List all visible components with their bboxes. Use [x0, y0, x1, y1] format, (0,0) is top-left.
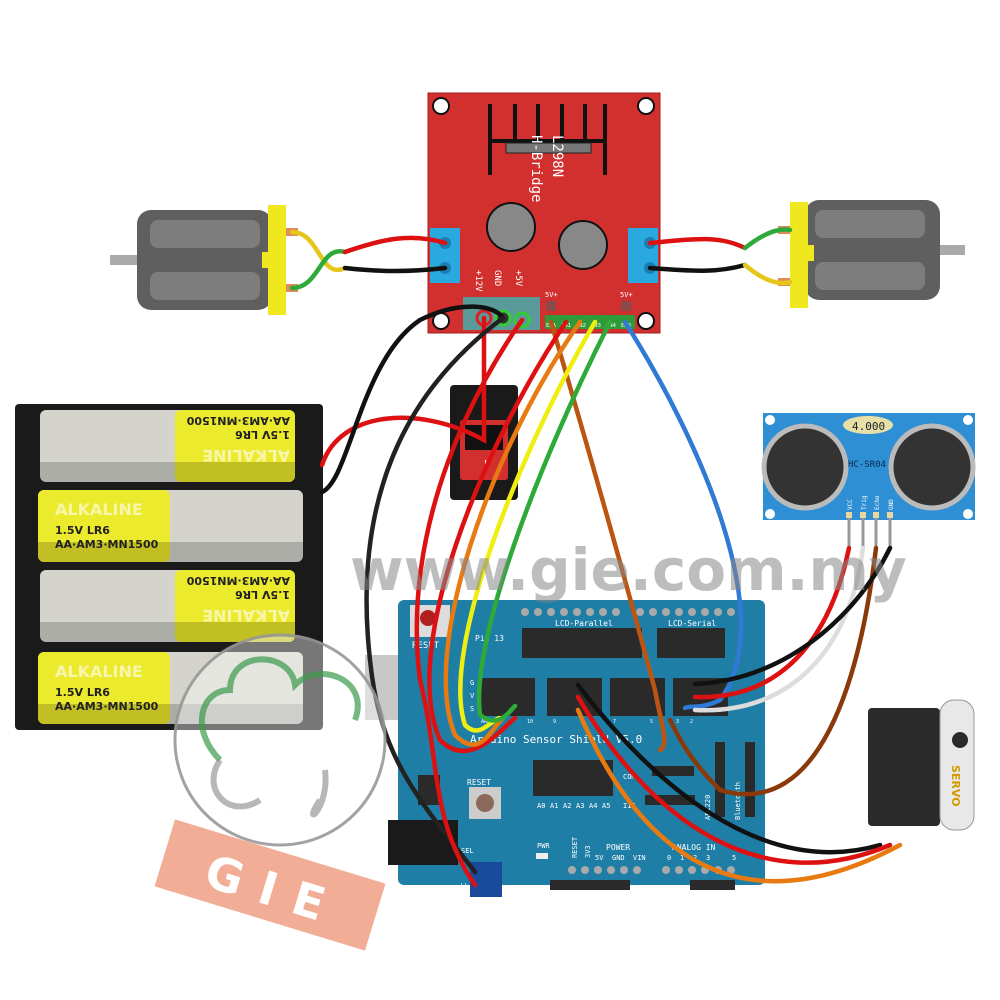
- label-a4: A4: [589, 802, 597, 810]
- hbridge-title: L298N: [549, 135, 565, 177]
- label-pin13: Pin 13: [475, 634, 504, 643]
- left-motor-terminal: [430, 228, 460, 283]
- battery-cell-4: [38, 652, 303, 724]
- label-gnd-pin: GND: [612, 854, 625, 862]
- battery-1-alkaline: ALKALINE: [202, 446, 290, 465]
- label-d9: 9: [553, 719, 556, 725]
- label-analog-5: 5: [732, 854, 736, 862]
- shield-title: Arduino Sensor Shield V5.0: [470, 733, 642, 746]
- label-5v-right: 5V+: [620, 291, 633, 299]
- label-analog-1: 1: [680, 854, 684, 862]
- label-pwr: PWR: [537, 842, 550, 850]
- label-reset-top: RESET: [412, 641, 440, 651]
- right-dc-motor: [778, 200, 965, 308]
- battery-2-model: AA·AM3·MN1500: [55, 538, 159, 551]
- battery-pack: ALKALINE 1.5V LR6 AA·AM3·MN1500 ALKALINE…: [15, 404, 323, 730]
- label-a3: A3: [576, 802, 584, 810]
- label-d5: 5: [650, 719, 653, 725]
- battery-4-model: AA·AM3·MN1500: [55, 700, 159, 713]
- label-aref: AREF: [481, 719, 493, 725]
- battery-1-voltage: 1.5V LR6: [235, 428, 290, 441]
- hc-sr04-ultrasonic-sensor: 4.000 HC-SR04 VCC Trig Echo GND: [761, 413, 976, 548]
- label-5v-pin: 5V: [595, 854, 604, 862]
- sensor-model: HC-SR04: [848, 460, 886, 470]
- label-com: COM: [623, 773, 636, 781]
- label-analog-0: 0: [667, 854, 671, 862]
- label-lcd-parallel: LCD-Parallel: [555, 619, 613, 628]
- label-gnd: GND: [492, 270, 502, 286]
- label-g: G: [470, 679, 474, 687]
- servo-label: SERVO: [949, 765, 962, 807]
- label-3v3: 3V3: [584, 845, 592, 858]
- label-a1: A1: [550, 802, 558, 810]
- label-bluetooth: Bluetooth: [734, 782, 742, 820]
- battery-cell-1: [40, 410, 295, 482]
- sensor-pin-echo: Echo: [874, 495, 881, 510]
- label-d3: 3: [676, 719, 679, 725]
- label-vin: VIN: [633, 854, 646, 862]
- vcc-terminal: [470, 862, 502, 897]
- l298n-hbridge-board: L298N H-Bridge +12V GND +5V 5V+ 5V+ ENA …: [427, 92, 661, 334]
- sensor-display: 4.000: [852, 420, 885, 433]
- label-urf01: URF01 +: [650, 884, 680, 892]
- lcd-serial-header: [657, 628, 725, 658]
- servo-motor: SERVO: [868, 699, 975, 831]
- right-motor-terminal: [628, 228, 658, 283]
- label-d2: 2: [690, 719, 693, 725]
- voltage-regulator: [418, 775, 440, 805]
- label-sd: SD +: [529, 884, 546, 892]
- label-apc220: APC220: [704, 795, 712, 820]
- sensor-pin-gnd: GND: [888, 499, 895, 510]
- pin-in4: IN4: [606, 323, 617, 329]
- battery-cell-3: [40, 570, 295, 642]
- wires: [289, 227, 903, 888]
- label-power: POWER: [606, 843, 630, 852]
- label-d10: 10: [527, 719, 533, 725]
- battery-2-alkaline: ALKALINE: [55, 500, 143, 519]
- label-a0: A0: [537, 802, 545, 810]
- battery-3-voltage: 1.5V LR6: [235, 588, 290, 601]
- sensor-pin-trig: Trig: [861, 495, 868, 510]
- label-sel: SEL: [461, 847, 474, 855]
- label-analog-in: ANALOG IN: [672, 843, 716, 852]
- label-power-reset: RESET: [571, 836, 579, 858]
- lcd-parallel-header: [522, 628, 642, 658]
- heatsink: [488, 104, 607, 175]
- arduino-sensor-shield: RESET Pin 13 LCD-Parallel LCD-Serial G V…: [365, 600, 765, 897]
- pin-in3: IN3: [591, 323, 601, 329]
- label-vcc: VCC: [460, 882, 468, 895]
- battery-2-voltage: 1.5V LR6: [55, 524, 110, 537]
- battery-1-model: AA·AM3·MN1500: [186, 414, 290, 427]
- battery-4-voltage: 1.5V LR6: [55, 686, 110, 699]
- battery-3-alkaline: ALKALINE: [202, 606, 290, 625]
- analog-pin-header: [533, 760, 613, 796]
- label-analog-3: 3: [706, 854, 710, 862]
- label-reset: RESET: [467, 778, 491, 787]
- label-a5: A5: [602, 802, 610, 810]
- label-s: S: [470, 705, 474, 713]
- watermark-url: www.gie.com.my: [350, 536, 907, 604]
- label-5v: +5V: [513, 270, 523, 287]
- pin-in2: IN2: [576, 323, 586, 329]
- label-5v-left: 5V+: [545, 291, 558, 299]
- battery-4-alkaline: ALKALINE: [55, 662, 143, 681]
- label-iic: IIC: [623, 802, 636, 810]
- label-a2: A2: [563, 802, 571, 810]
- sensor-pin-vcc: VCC: [847, 499, 854, 510]
- hbridge-subtitle: H-Bridge: [528, 135, 544, 202]
- label-d7: 7: [613, 719, 616, 725]
- left-dc-motor: [110, 205, 298, 315]
- battery-cell-2: [38, 490, 303, 562]
- battery-3-model: AA·AM3·MN1500: [186, 574, 290, 587]
- label-12v: +12V: [473, 270, 483, 292]
- label-lcd-serial: LCD-Serial: [668, 619, 716, 628]
- label-v: V: [470, 692, 475, 700]
